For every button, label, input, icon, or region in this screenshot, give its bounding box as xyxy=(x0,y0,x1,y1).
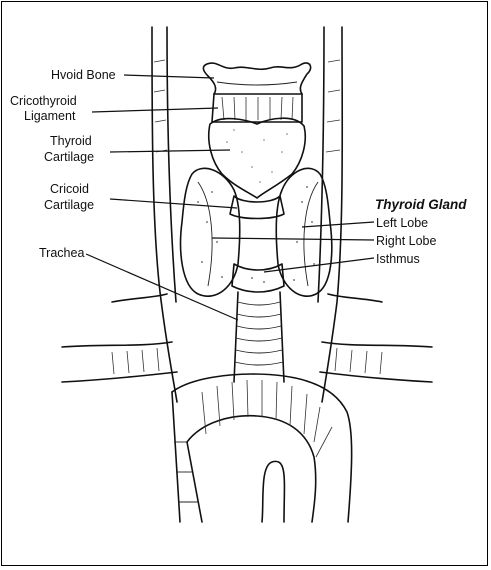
label-cricoid-cartilage-line1: Cricoid xyxy=(50,182,89,196)
label-cricoid-cartilage-line2: Cartilage xyxy=(44,198,94,212)
trachea xyxy=(234,292,284,382)
label-thyroid-gland: Thyroid Gland xyxy=(375,197,467,212)
leader-right-lobe xyxy=(212,238,374,240)
thyroid-cartilage xyxy=(209,118,306,198)
subclavian-vessels xyxy=(62,294,432,382)
label-thyroid-cartilage-line2: Cartilage xyxy=(44,150,94,164)
hyoid-bone xyxy=(203,63,310,94)
leader-cricoid xyxy=(110,199,237,208)
leader-left-lobe xyxy=(302,222,374,227)
leader-hyoid xyxy=(124,75,214,78)
neck-vessels xyxy=(152,27,342,402)
aortic-arch xyxy=(172,374,352,522)
label-right-lobe: Right Lobe xyxy=(376,234,437,248)
label-hyoid-bone: Hvoid Bone xyxy=(51,68,116,82)
label-thyroid-cartilage-line1: Thyroid xyxy=(50,134,92,148)
leader-thyroid-cartilage xyxy=(110,150,230,152)
leader-cricothyroid xyxy=(92,108,218,112)
label-cricothyroid-ligament-line1: Cricothyroid xyxy=(10,94,77,108)
label-trachea: Trachea xyxy=(39,246,84,260)
label-left-lobe: Left Lobe xyxy=(376,216,428,230)
thyroid-gland xyxy=(181,168,332,296)
label-isthmus: Isthmus xyxy=(376,252,420,266)
label-cricothyroid-ligament-line2: Ligament xyxy=(24,109,76,123)
